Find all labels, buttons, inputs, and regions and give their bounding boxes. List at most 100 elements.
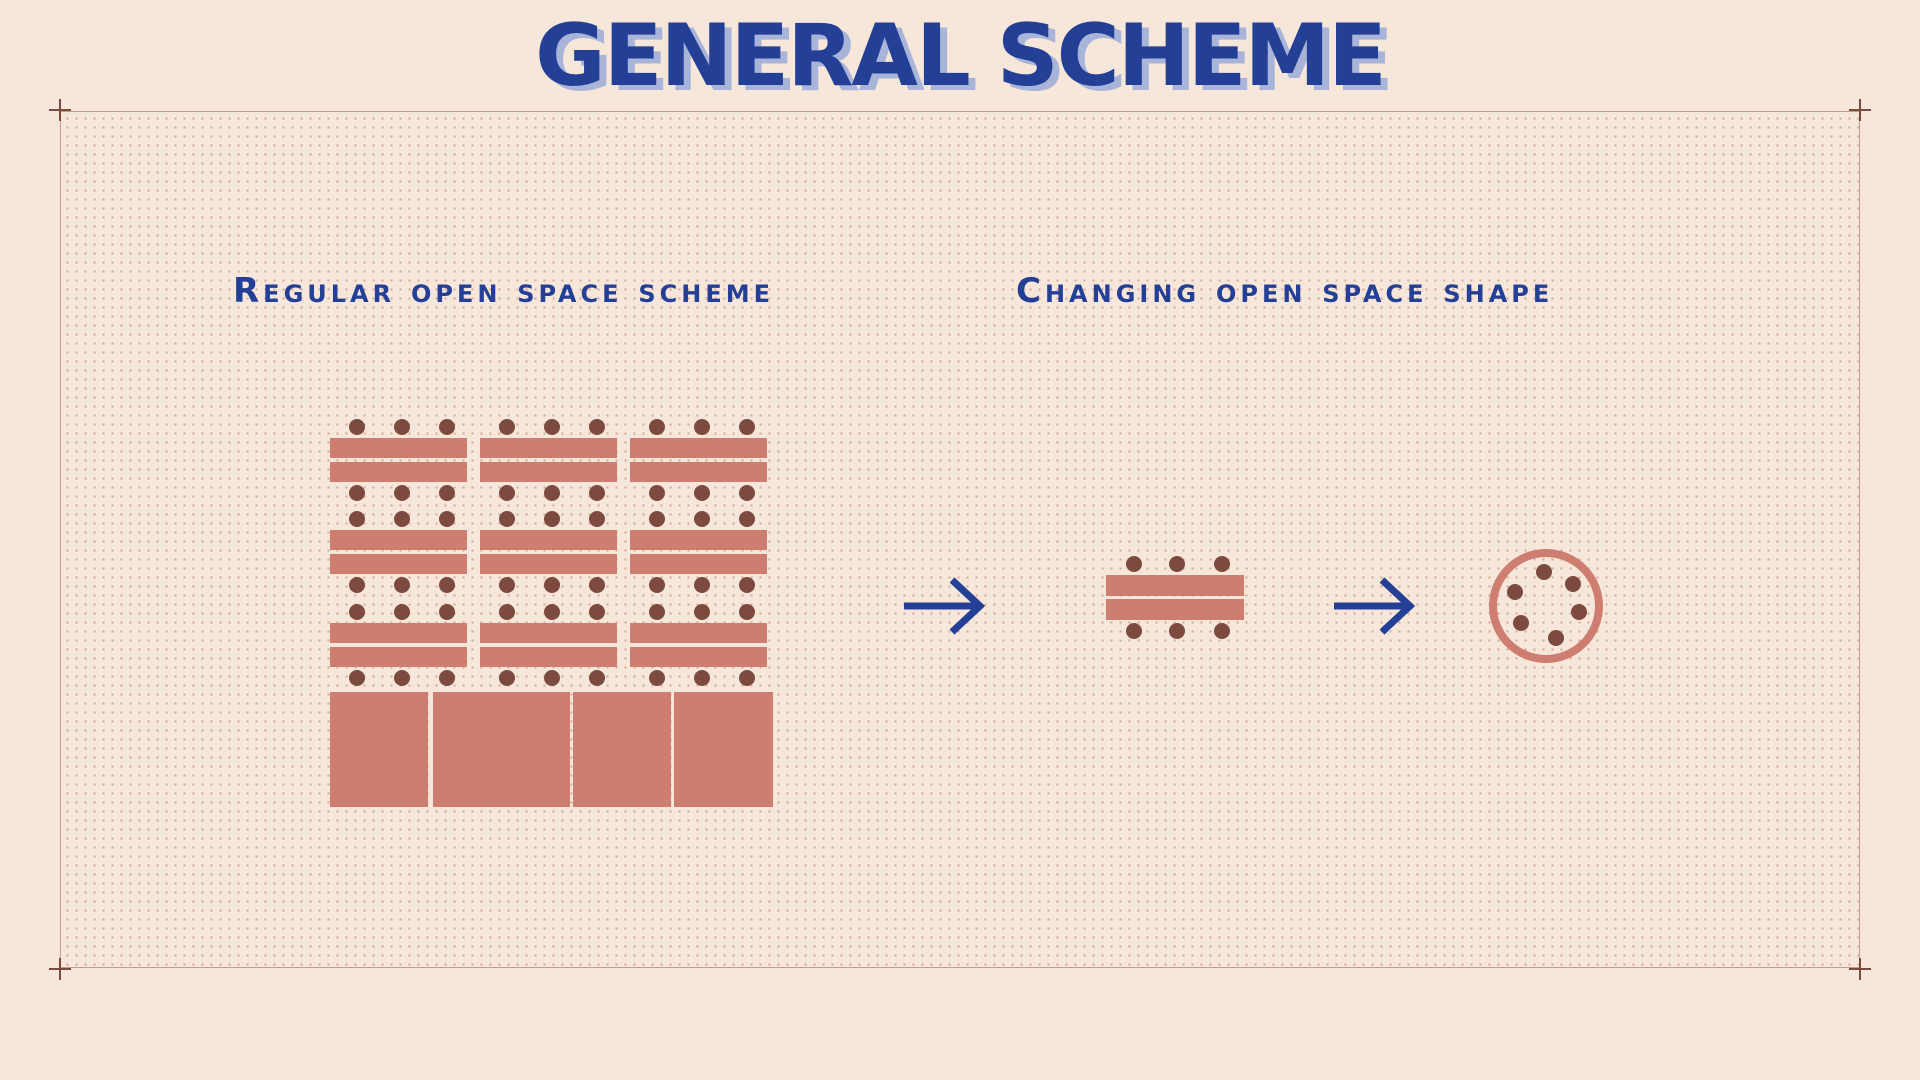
- desk-bottom: [630, 554, 767, 574]
- seat: [499, 577, 515, 593]
- seat: [649, 511, 665, 527]
- seat: [589, 485, 605, 501]
- seat: [349, 419, 365, 435]
- seat: [349, 485, 365, 501]
- seat: [499, 604, 515, 620]
- seat: [349, 670, 365, 686]
- corner-mark-bottom-right: [1849, 958, 1871, 980]
- seat: [1507, 584, 1523, 600]
- seat: [499, 485, 515, 501]
- seat: [694, 485, 710, 501]
- corner-mark-top-right: [1849, 99, 1871, 121]
- seat: [739, 577, 755, 593]
- seat: [439, 485, 455, 501]
- seat: [739, 670, 755, 686]
- seat: [499, 670, 515, 686]
- seat: [589, 419, 605, 435]
- seat: [349, 604, 365, 620]
- open-space-rooms: [330, 692, 773, 807]
- seat: [394, 577, 410, 593]
- seat: [694, 511, 710, 527]
- corner-mark-bottom-left: [49, 958, 71, 980]
- table-bottom: [1106, 599, 1244, 620]
- seat: [1571, 604, 1587, 620]
- seat: [739, 511, 755, 527]
- seat: [349, 511, 365, 527]
- seat: [589, 577, 605, 593]
- table-top: [1106, 575, 1244, 596]
- heading-changing-shape: Changing open space shape: [1016, 271, 1554, 311]
- desk-top: [330, 530, 467, 550]
- single-table-group: [1106, 556, 1244, 639]
- seat: [649, 670, 665, 686]
- arrow-right-icon: [904, 577, 986, 635]
- seat: [394, 670, 410, 686]
- seat: [589, 511, 605, 527]
- seat: [544, 670, 560, 686]
- room-block: [573, 692, 671, 807]
- seat: [649, 419, 665, 435]
- seat: [649, 604, 665, 620]
- seat: [739, 485, 755, 501]
- seat: [499, 419, 515, 435]
- desk-top: [480, 438, 617, 458]
- desk-top: [630, 623, 767, 643]
- seat: [1513, 615, 1529, 631]
- desk-bottom: [330, 462, 467, 482]
- seat: [694, 604, 710, 620]
- room-block: [433, 692, 570, 807]
- seat: [589, 670, 605, 686]
- desk-top: [480, 623, 617, 643]
- seat: [1548, 630, 1564, 646]
- seat: [394, 485, 410, 501]
- seat: [1169, 623, 1185, 639]
- seat: [499, 511, 515, 527]
- seat: [1169, 556, 1185, 572]
- seat: [589, 604, 605, 620]
- room-block: [330, 692, 428, 807]
- seat: [694, 577, 710, 593]
- regular-open-space-grid: [330, 419, 767, 686]
- seat: [649, 577, 665, 593]
- seat: [394, 419, 410, 435]
- seat: [544, 604, 560, 620]
- room-block: [674, 692, 773, 807]
- seat: [1126, 556, 1142, 572]
- desk-top: [630, 530, 767, 550]
- desk-top: [330, 438, 467, 458]
- seat: [1536, 564, 1552, 580]
- seat: [544, 511, 560, 527]
- desk-bottom: [630, 647, 767, 667]
- seat: [1126, 623, 1142, 639]
- arrow-right-icon: [1334, 577, 1416, 635]
- seat: [1214, 623, 1230, 639]
- desk-bottom: [330, 647, 467, 667]
- seat: [439, 511, 455, 527]
- round-table-group: [1489, 549, 1603, 663]
- desk-bottom: [480, 647, 617, 667]
- seat: [739, 604, 755, 620]
- seat: [394, 511, 410, 527]
- corner-mark-top-left: [49, 99, 71, 121]
- heading-regular-scheme: Regular open space scheme: [233, 271, 775, 311]
- desk-bottom: [630, 462, 767, 482]
- round-table: [1489, 549, 1603, 663]
- seat: [739, 419, 755, 435]
- seat: [544, 419, 560, 435]
- desk-top: [330, 623, 467, 643]
- seat: [649, 485, 665, 501]
- seat: [544, 485, 560, 501]
- seat: [439, 604, 455, 620]
- desk-top: [480, 530, 617, 550]
- seat: [439, 419, 455, 435]
- seat: [394, 604, 410, 620]
- seat: [349, 577, 365, 593]
- desk-bottom: [330, 554, 467, 574]
- seat: [544, 577, 560, 593]
- seat: [1214, 556, 1230, 572]
- seat: [694, 670, 710, 686]
- desk-top: [630, 438, 767, 458]
- desk-bottom: [480, 554, 617, 574]
- seat: [694, 419, 710, 435]
